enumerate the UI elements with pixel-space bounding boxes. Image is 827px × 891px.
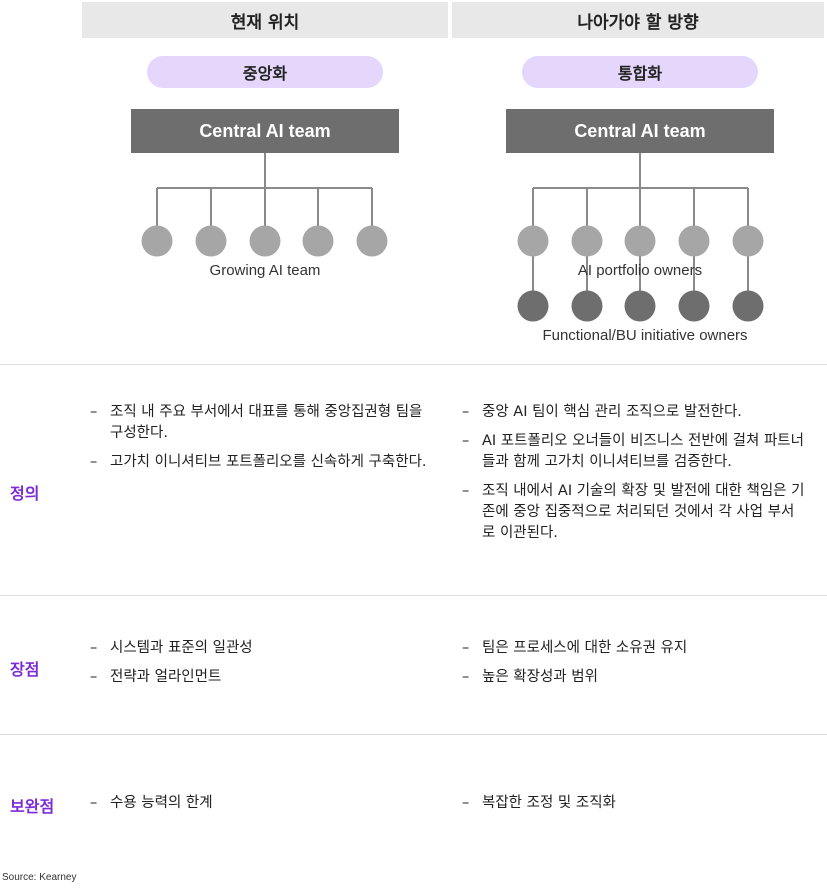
current-state-header: 현재 위치 [82, 2, 448, 38]
current-central-ai-team-box: Central AI team [131, 109, 399, 153]
section-divider [0, 734, 827, 735]
advantages-row-label: 장점 [10, 660, 40, 679]
current-model-label: 중앙화 [242, 64, 288, 83]
definition-row-label: 정의 [10, 484, 40, 503]
portfolio-owner-node [678, 225, 710, 257]
growing-ai-team-label: Growing AI team [209, 262, 321, 279]
complements-row-label: 보완점 [10, 797, 55, 816]
current-team-node [302, 225, 334, 257]
future-central-ai-team-label: Central AI team [574, 120, 706, 141]
future-org-tree [517, 153, 764, 322]
list-item: –중앙 AI 팀이 핵심 관리 조직으로 발전한다. [462, 404, 742, 420]
definition-future-list: –중앙 AI 팀이 핵심 관리 조직으로 발전한다. –AI 포트폴리오 오너들… [462, 402, 807, 552]
initiative-owner-node [678, 290, 710, 322]
current-team-node [249, 225, 281, 257]
portfolio-owner-node [624, 225, 656, 257]
initiative-owner-node [732, 290, 764, 322]
list-item: –조직 내에서 AI 기술의 확장 및 발전에 대한 책임은 기존에 중앙 집중… [462, 483, 805, 541]
initiative-owner-node [571, 290, 603, 322]
future-central-ai-team-box: Central AI team [506, 109, 774, 153]
portfolio-owner-node [571, 225, 603, 257]
advantages-future-list: –팀은 프로세스에 대한 소유권 유지 –높은 확장성과 범위 [462, 638, 807, 696]
initiative-owners-label: Functional/BU initiative owners [542, 327, 748, 344]
list-item: –수용 능력의 한계 [90, 795, 213, 811]
portfolio-owner-node [732, 225, 764, 257]
list-item: –조직 내 주요 부서에서 대표를 통해 중앙집권형 팀을 구성한다. [90, 404, 423, 441]
current-team-node [356, 225, 388, 257]
initiative-owner-node [624, 290, 656, 322]
future-direction-header-label: 나아가야 할 방향 [577, 12, 699, 33]
list-item: –높은 확장성과 범위 [462, 669, 598, 685]
future-direction-header: 나아가야 할 방향 [452, 2, 824, 38]
initiative-owner-node [517, 290, 549, 322]
list-item: –고가치 이니셔티브 포트폴리오를 신속하게 구축한다. [90, 454, 427, 470]
complements-future-list: –복잡한 조정 및 조직화 [462, 793, 807, 822]
list-item: –복잡한 조정 및 조직화 [462, 795, 616, 811]
list-item: –팀은 프로세스에 대한 소유권 유지 [462, 640, 688, 656]
current-state-header-label: 현재 위치 [230, 12, 300, 33]
current-central-ai-team-label: Central AI team [199, 120, 331, 141]
future-model-label: 통합화 [617, 64, 663, 83]
current-team-node [195, 225, 227, 257]
section-divider [0, 595, 827, 596]
complements-current-list: –수용 능력의 한계 [90, 793, 440, 822]
section-divider [0, 364, 827, 365]
portfolio-owner-node [517, 225, 549, 257]
list-item: –시스템과 표준의 일관성 [90, 640, 253, 656]
ai-portfolio-owners-label: AI portfolio owners [577, 262, 703, 279]
list-item: –전략과 얼라인먼트 [90, 669, 222, 685]
current-org-tree [141, 153, 388, 257]
advantages-current-list: –시스템과 표준의 일관성 –전략과 얼라인먼트 [90, 638, 440, 696]
definition-current-list: –조직 내 주요 부서에서 대표를 통해 중앙집권형 팀을 구성한다. –고가치… [90, 402, 440, 481]
list-item: –AI 포트폴리오 오너들이 비즈니스 전반에 걸쳐 파트너들과 함께 고가치 … [462, 433, 804, 470]
current-team-node [141, 225, 173, 257]
source-note: Source: Kearney [2, 872, 77, 883]
current-model-pill: 중앙화 [147, 56, 383, 88]
org-tree-diagrams [141, 153, 764, 322]
future-model-pill: 통합화 [522, 56, 758, 88]
